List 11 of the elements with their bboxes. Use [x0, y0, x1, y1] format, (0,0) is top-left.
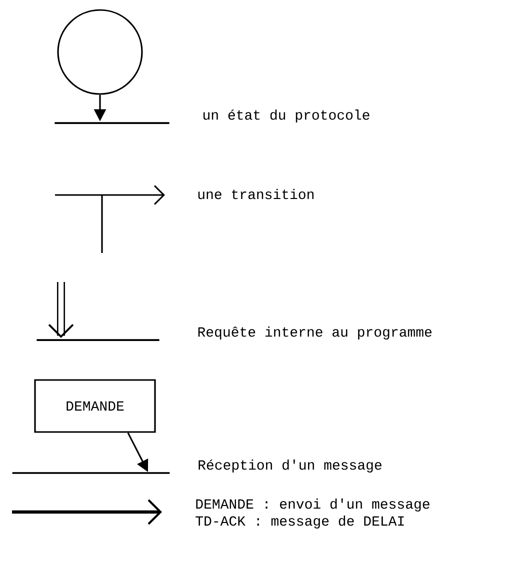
- symbol-caption: une transition: [198, 188, 314, 200]
- state-line: [54, 122, 170, 124]
- symbol-caption: DEMANDE : envoi d'un message: [196, 498, 430, 512]
- symbol-caption: Requête interne au programme: [198, 326, 432, 340]
- state-circle: [57, 9, 143, 95]
- symbol-caption: TD-ACK : message de DELAI: [196, 515, 404, 529]
- state-line: [36, 339, 160, 341]
- symbol-caption: Réception d'un message: [198, 459, 382, 473]
- arrow: [48, 282, 74, 338]
- message-box: DEMANDE: [34, 379, 156, 433]
- symbol-caption: un état du protocole: [204, 109, 370, 123]
